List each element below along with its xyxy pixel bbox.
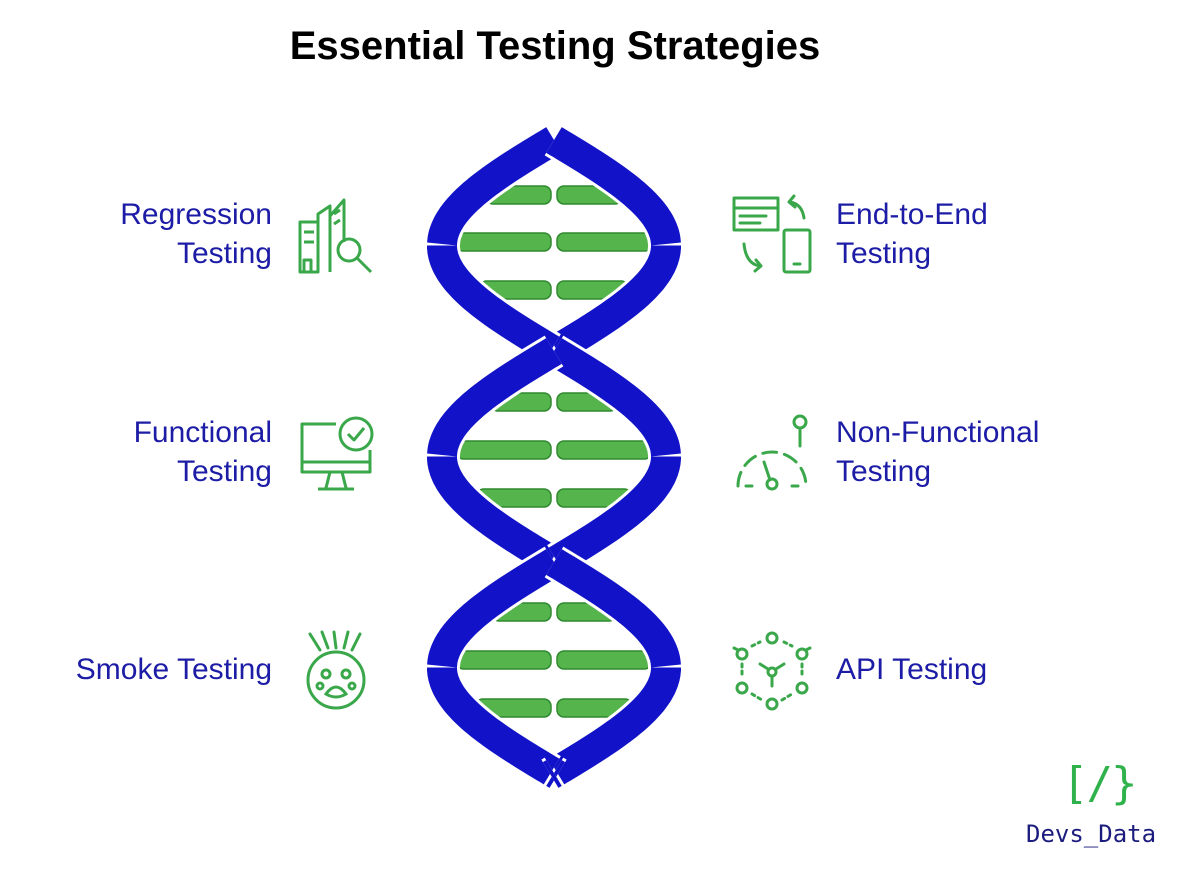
- helix-rung: [455, 232, 552, 252]
- monitor-check-icon: [300, 416, 374, 491]
- helix-strand: [427, 245, 560, 363]
- helix-rung: [455, 650, 552, 670]
- helix-rung: [455, 440, 552, 460]
- api-testing-label: API Testing: [836, 653, 988, 686]
- functional-testing-label: Functional Testing: [133, 416, 272, 488]
- helix-strand: [427, 549, 562, 668]
- helix-rung: [556, 440, 653, 460]
- helix-strand: [427, 127, 562, 246]
- devsdata-logo-text: Devs_Data: [1026, 820, 1157, 848]
- helix-strand: [548, 245, 681, 363]
- smoke-testing-label: Smoke Testing: [75, 653, 272, 686]
- network-nodes-icon: [732, 631, 812, 711]
- buildings-magnifier-icon: [298, 198, 373, 274]
- helix-rung: [556, 650, 653, 670]
- helix-strand: [546, 760, 566, 788]
- helix-rung: [556, 232, 653, 252]
- helix-strand: [546, 338, 681, 457]
- web-mobile-sync-icon: [732, 194, 812, 274]
- helix-strand: [546, 127, 681, 246]
- speedometer-icon: [736, 414, 808, 491]
- helix-rungs: [455, 185, 653, 718]
- page-title: Essential Testing Strategies: [289, 24, 821, 68]
- helix-strand: [427, 338, 562, 457]
- helix-strand: [427, 667, 560, 785]
- helix-strand: [542, 760, 562, 788]
- end-to-end-testing-label: End-to-End Testing: [836, 198, 988, 270]
- regression-testing-label: Regression Testing: [120, 198, 272, 270]
- helix-strand: [546, 549, 681, 668]
- non-functional-testing-label: Non-Functional Testing: [836, 416, 1040, 488]
- helix-strand: [548, 456, 681, 574]
- helix-strand: [427, 456, 560, 574]
- helix-strand: [548, 667, 681, 785]
- smoke-burst-icon: [306, 630, 366, 710]
- devsdata-logo-mark: [/}: [1062, 758, 1137, 809]
- helix-strands: [424, 124, 684, 791]
